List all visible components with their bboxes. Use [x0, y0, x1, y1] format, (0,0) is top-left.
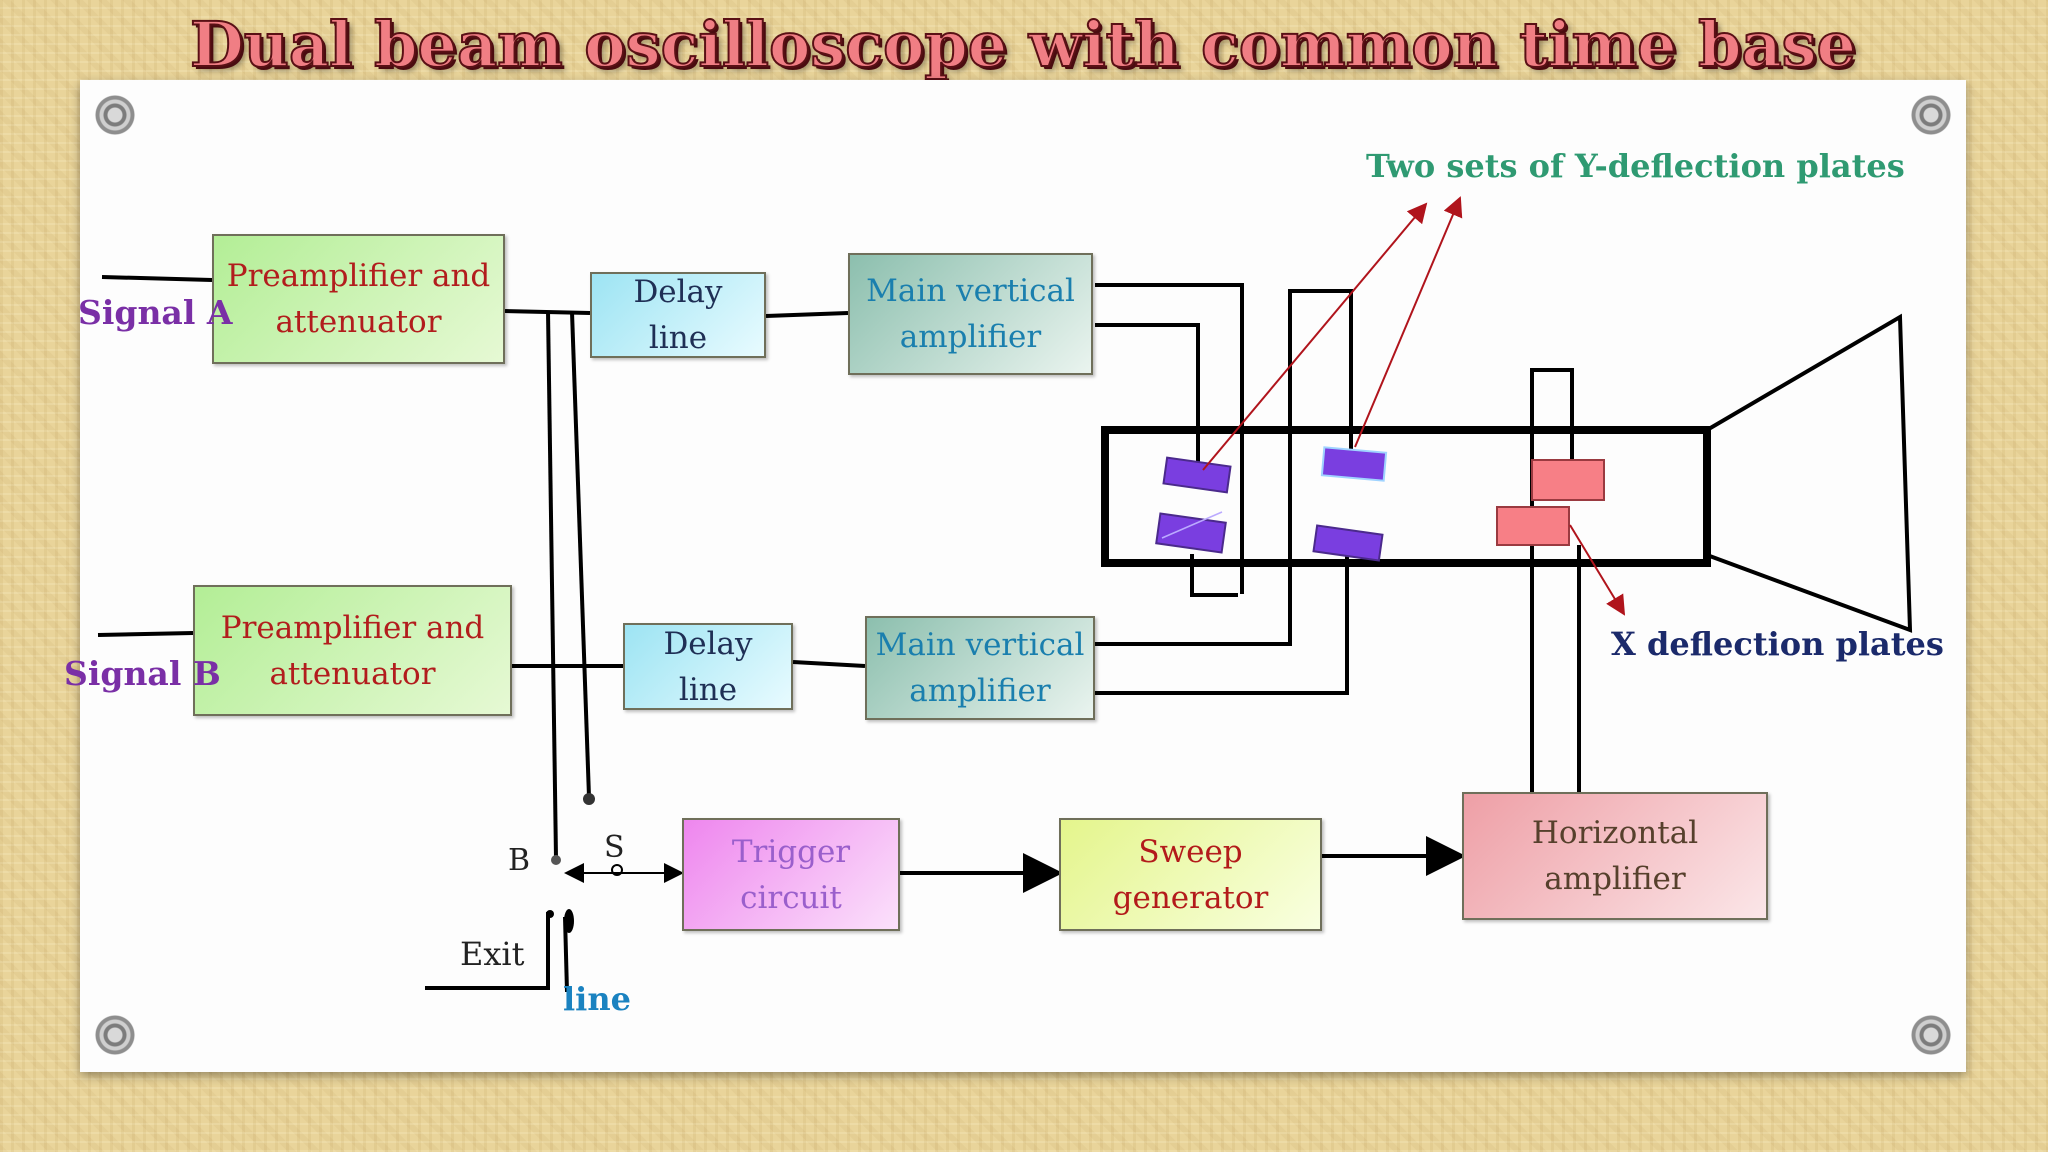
screw-icon [95, 95, 135, 135]
y-plate-b-bottom [1312, 524, 1384, 562]
preamp-b-label: Preamplifier and attenuator [220, 609, 485, 692]
preamp-a-block: Preamplifier and attenuator [212, 234, 505, 364]
x-plate-bottom [1496, 506, 1570, 546]
exit-line-wire [425, 912, 550, 990]
screw-icon [1911, 95, 1951, 135]
screw-icon [95, 1015, 135, 1055]
crt-screen [1705, 313, 1913, 633]
main-a-output-1 [1095, 283, 1244, 594]
line-label: line [563, 980, 631, 1018]
delay-a-block: Delay line [590, 272, 766, 358]
y-plates-label: Two sets of Y-deflection plates [1366, 147, 1905, 185]
annotation-arrow [1569, 524, 1626, 616]
trigger-circuit-label: Trigger circuit [731, 833, 851, 916]
signal-a-wire [101, 275, 213, 282]
horizontal-amplifier-block: Horizontal amplifier [1462, 792, 1768, 920]
main-vertical-a-label: Main vertical amplifier [866, 273, 1075, 355]
horiz-output-1 [1530, 368, 1574, 794]
switch-contact-top [583, 793, 595, 805]
delay-a-label: Delay line [633, 274, 723, 356]
delay-b-label: Delay line [663, 625, 753, 708]
main-vertical-b-block: Main vertical amplifier [865, 616, 1095, 720]
switch-contact-s [611, 864, 623, 876]
main-vertical-b-label: Main vertical amplifier [875, 627, 1085, 709]
annotation-arrow [1354, 196, 1463, 448]
sweep-generator-block: Sweep generator [1059, 818, 1322, 931]
switch-s-label: S [604, 830, 625, 865]
delay-a-to-main-wire [765, 311, 849, 318]
signal-b-wire [97, 631, 194, 637]
trigger-circuit-block: Trigger circuit [682, 818, 900, 931]
x-plate-top [1531, 459, 1605, 501]
x-plates-label: X deflection plates [1611, 625, 1944, 663]
signal-a-label: Signal A [78, 293, 233, 332]
annotation-arrow [1202, 202, 1428, 471]
preamp-a-label: Preamplifier and attenuator [226, 258, 491, 340]
switch-b-label: B [508, 843, 531, 878]
signal-b-label: Signal B [64, 654, 221, 693]
main-b-output-2 [1095, 546, 1349, 695]
crt-neck [1101, 426, 1711, 567]
sweep-generator-label: Sweep generator [1112, 833, 1269, 916]
page-title: Dual beam oscilloscope with common time … [189, 7, 1857, 82]
delay-b-block: Delay line [623, 623, 793, 710]
delay-b-to-main-wire [792, 660, 866, 668]
preamp-b-block: Preamplifier and attenuator [193, 585, 512, 716]
y-plate-a-top [1162, 456, 1232, 494]
y-plate-a-bottom [1155, 512, 1227, 554]
y-plate-b-top [1320, 446, 1388, 482]
horizontal-amplifier-label: Horizontal amplifier [1531, 815, 1699, 897]
main-b-output-1 [1095, 289, 1353, 646]
switch-contact-b [551, 855, 561, 865]
screw-icon [1911, 1015, 1951, 1055]
exit-label: Exit [460, 935, 525, 973]
main-vertical-a-block: Main vertical amplifier [848, 253, 1093, 375]
